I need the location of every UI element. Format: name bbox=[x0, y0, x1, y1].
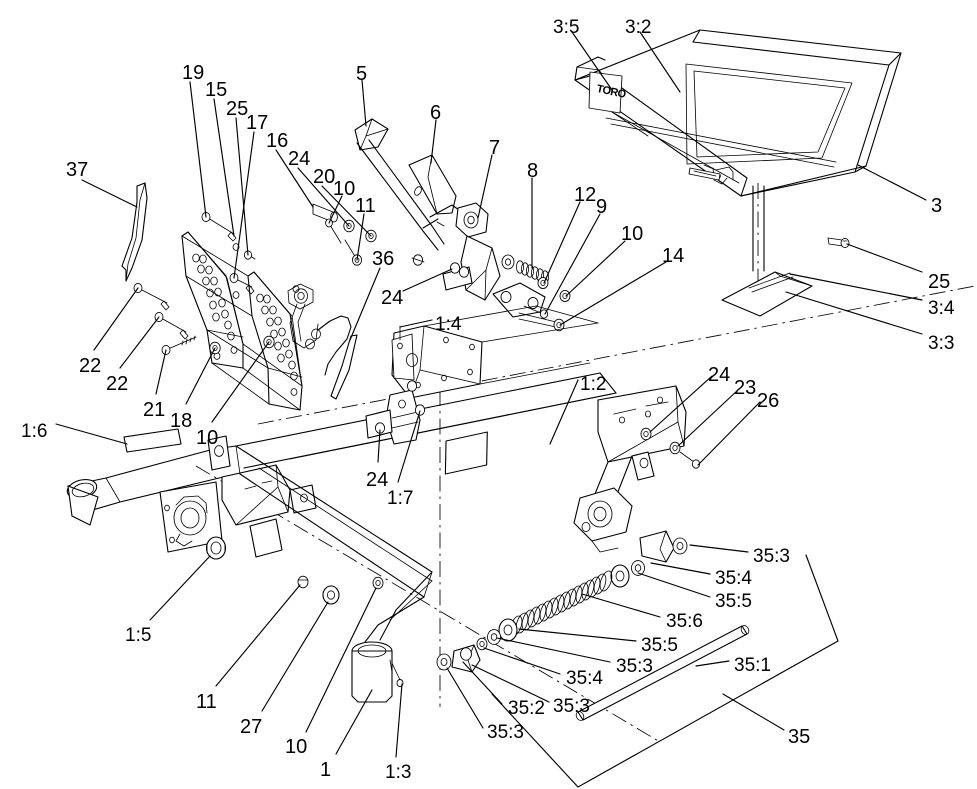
arc-pivot-hub bbox=[287, 283, 352, 376]
part-36-curved-blade bbox=[330, 334, 358, 400]
part-callout-12: 12 bbox=[574, 184, 597, 206]
part-callout-17: 17 bbox=[246, 112, 269, 134]
part-callout-21: 21 bbox=[143, 399, 166, 421]
part-callout-11: 11 bbox=[355, 195, 376, 217]
part-callout-8: 8 bbox=[527, 160, 539, 182]
part-callout-10: 10 bbox=[285, 736, 308, 758]
part-callout-27: 27 bbox=[240, 716, 263, 738]
part-callout-3-4: 3:4 bbox=[928, 298, 955, 319]
part-callout-3-2: 3:2 bbox=[625, 17, 652, 38]
part-callout-10: 10 bbox=[621, 223, 644, 245]
main-frame-assembly bbox=[66, 285, 976, 743]
part-callout-25: 25 bbox=[226, 98, 249, 120]
part-callout-24: 24 bbox=[288, 148, 311, 170]
part-callout-23: 23 bbox=[734, 377, 757, 399]
part-callout-11: 11 bbox=[196, 691, 217, 713]
part-callout-1-6: 1:6 bbox=[21, 421, 48, 442]
part-callout-6: 6 bbox=[430, 102, 442, 124]
part-callout-37: 37 bbox=[66, 159, 89, 181]
pin-25-right bbox=[827, 237, 850, 249]
part-37-curved-strip bbox=[121, 182, 148, 282]
part-callout-35-1: 35:1 bbox=[734, 655, 771, 676]
perforated-arc-bracket-right bbox=[247, 271, 303, 411]
platform-support-post bbox=[721, 183, 813, 317]
spring-group-35 bbox=[436, 530, 839, 788]
platform-deck-assembly: TORO bbox=[574, 29, 902, 197]
part-callout-10: 10 bbox=[196, 427, 219, 449]
part-callout-22: 22 bbox=[79, 355, 102, 377]
part-callout-18: 18 bbox=[170, 410, 193, 432]
part-callout-35-2: 35:2 bbox=[508, 698, 545, 719]
part-callout-24: 24 bbox=[708, 364, 731, 386]
part-callout-14: 14 bbox=[662, 245, 685, 267]
part-callout-35-3: 35:3 bbox=[487, 722, 524, 743]
part-callout-26: 26 bbox=[757, 390, 780, 412]
part-callout-20: 20 bbox=[313, 166, 336, 188]
part-callout-25: 25 bbox=[928, 271, 951, 293]
part-callout-1-7: 1:7 bbox=[387, 488, 414, 509]
part-callout-7: 7 bbox=[489, 137, 501, 159]
part-callout-16: 16 bbox=[266, 130, 289, 152]
part-callout-1-4: 1:4 bbox=[435, 314, 462, 335]
part-callout-1-5: 1:5 bbox=[125, 625, 152, 646]
part-callout-22: 22 bbox=[106, 373, 129, 395]
part-callout-35-6: 35:6 bbox=[666, 611, 703, 632]
part-callout-35: 35 bbox=[788, 726, 811, 748]
bracket-hole-column-left bbox=[192, 253, 235, 341]
part-callout-15: 15 bbox=[205, 79, 228, 101]
part-callout-24: 24 bbox=[381, 287, 404, 309]
part-callout-3-3: 3:3 bbox=[928, 333, 955, 354]
part-callout-35-3: 35:3 bbox=[616, 656, 653, 677]
part-callout-19: 19 bbox=[182, 62, 205, 84]
bracket-hole-column-right bbox=[256, 293, 298, 381]
part-callout-9: 9 bbox=[596, 196, 608, 218]
part-callout-5: 5 bbox=[356, 63, 368, 85]
part-callout-10: 10 bbox=[333, 178, 356, 200]
part-callout-24: 24 bbox=[366, 469, 389, 491]
handle-lever-assembly bbox=[354, 118, 571, 332]
part-callout-36: 36 bbox=[372, 248, 395, 270]
part-callout-1-3: 1:3 bbox=[385, 762, 412, 783]
part-callout-1-2: 1:2 bbox=[580, 374, 607, 395]
part-35-6-extension-spring bbox=[509, 570, 613, 637]
part-callout-35-4: 35:4 bbox=[715, 568, 752, 589]
part-callout-35-5: 35:5 bbox=[641, 635, 678, 656]
part-callout-3: 3 bbox=[931, 195, 943, 217]
leader-lines bbox=[55, 31, 927, 758]
part-callout-1: 1 bbox=[320, 759, 332, 781]
frame-fasteners bbox=[297, 427, 701, 688]
part-callout-3-5: 3:5 bbox=[553, 17, 580, 38]
part-callout-35-5: 35:5 bbox=[715, 591, 752, 612]
part-callout-35-3: 35:3 bbox=[753, 546, 790, 567]
part-callout-35-4: 35:4 bbox=[566, 668, 603, 689]
part-callout-35-3: 35:3 bbox=[553, 696, 590, 717]
